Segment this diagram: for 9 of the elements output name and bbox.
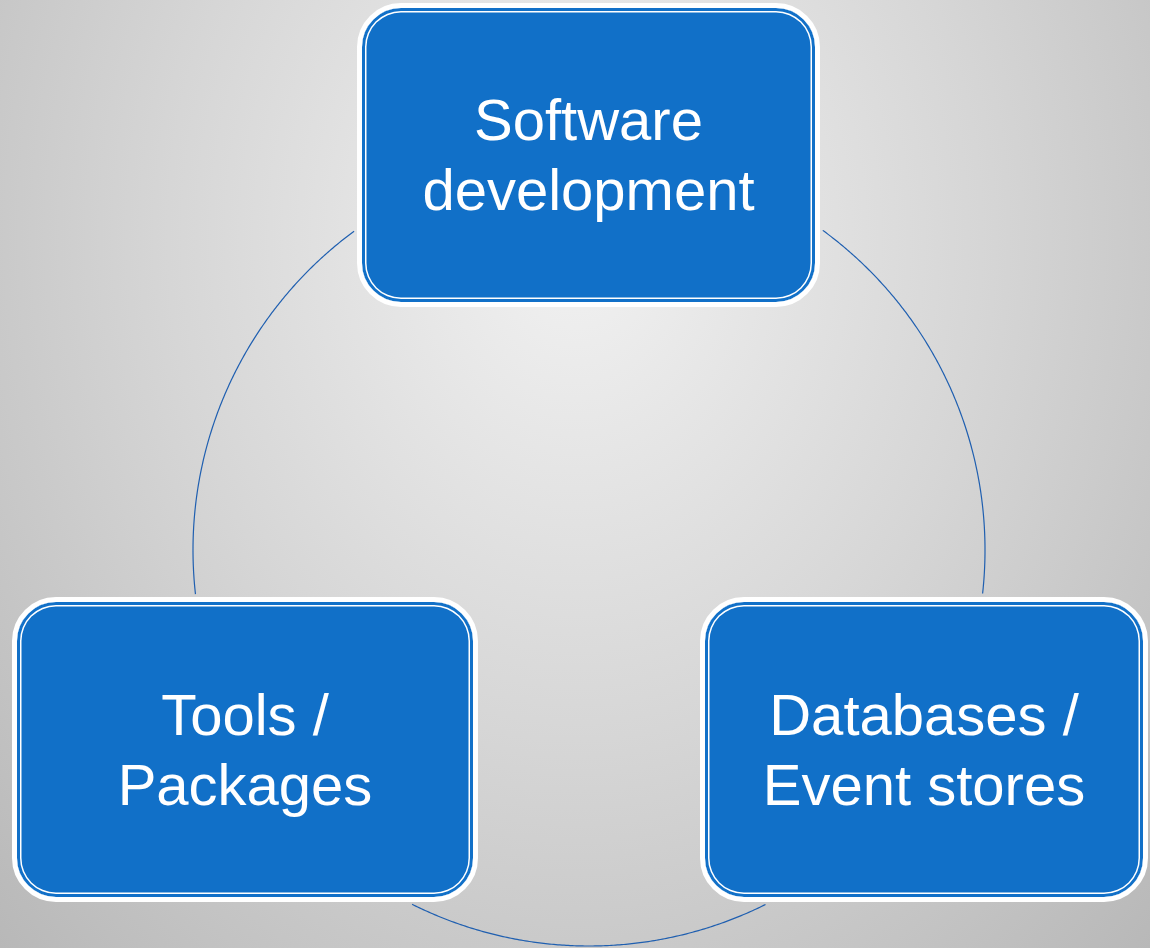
connector-arc [192,230,355,595]
connector-arc [822,229,986,595]
node-label: Databases / Event stores [761,680,1087,819]
rounded-box [700,597,1148,902]
connector-arc [411,903,767,947]
rounded-box [357,3,820,307]
rounded-box [12,597,478,902]
node-label: Software development [421,86,756,224]
node-label: Tools / Packages [116,680,374,819]
